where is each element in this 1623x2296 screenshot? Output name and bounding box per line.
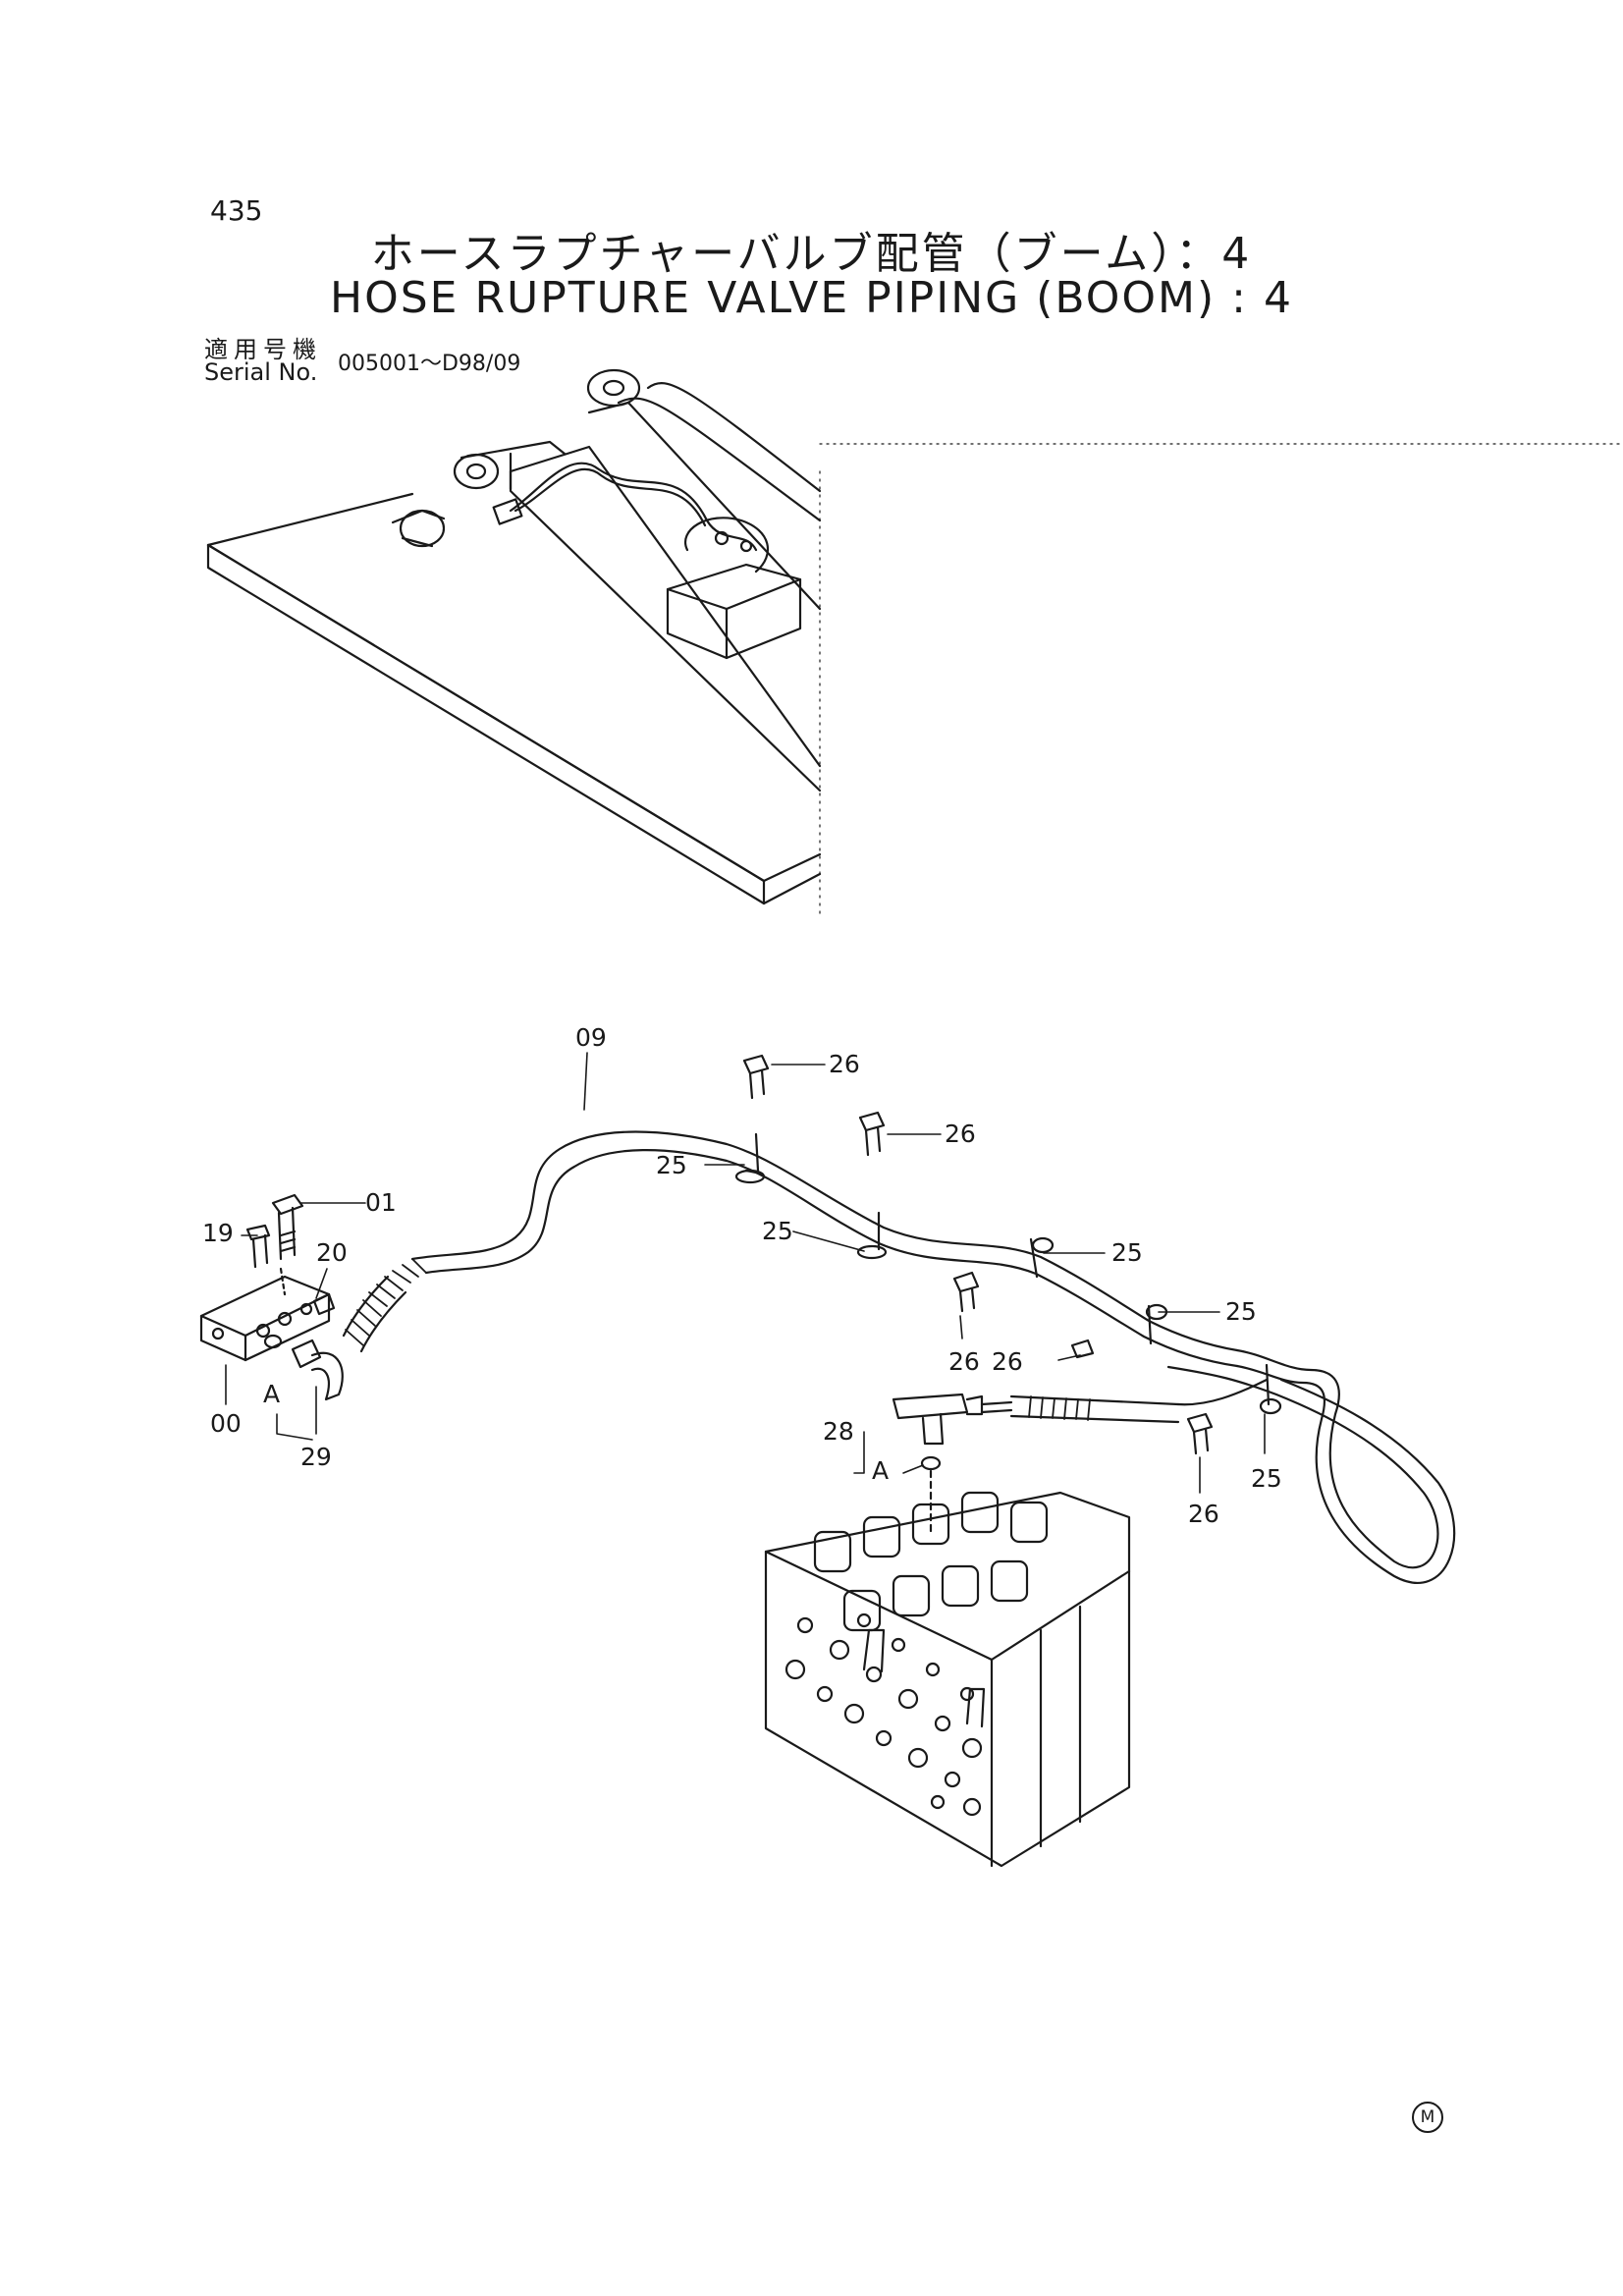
callout-20: 20 <box>316 1238 348 1267</box>
page-number: 435 <box>210 194 263 227</box>
callout-25: 25 <box>762 1217 793 1245</box>
copyright-mark: M <box>1412 2102 1443 2133</box>
callout-26: 26 <box>1188 1500 1219 1528</box>
callout-19: 19 <box>202 1219 234 1247</box>
callout-25: 25 <box>1251 1464 1282 1493</box>
callout-leader-lines <box>225 1052 1266 1494</box>
callout-09: 09 <box>575 1023 607 1052</box>
callout-26: 26 <box>992 1347 1023 1376</box>
callout-26: 26 <box>945 1120 976 1148</box>
callout-26: 26 <box>829 1050 860 1078</box>
serial-range: 005001～D98/09 <box>338 352 521 376</box>
callout-00: 00 <box>210 1409 242 1438</box>
callout-25: 25 <box>656 1151 687 1179</box>
callout-01: 01 <box>365 1188 397 1217</box>
callout-labels: 09 26 26 25 01 19 20 25 25 25 26 26 00 A… <box>202 1023 1282 1528</box>
page-title-english: HOSE RUPTURE VALVE PIPING (BOOM) : 4 <box>330 273 1293 323</box>
callout-26: 26 <box>948 1347 980 1376</box>
callout-A: A <box>263 1380 280 1408</box>
callout-29: 29 <box>300 1443 332 1471</box>
page-title-japanese: ホースラプチャーバルブ配管（ブーム）：4 <box>370 229 1253 279</box>
callout-28: 28 <box>823 1417 854 1446</box>
callout-25: 25 <box>1111 1238 1143 1267</box>
serial-label-japanese: 適用号機 <box>204 336 322 363</box>
callout-A: A <box>872 1456 889 1485</box>
serial-label-english: Serial No. <box>204 358 318 386</box>
boom-overview-illustration <box>206 368 1623 914</box>
piping-illustration <box>199 1054 1456 1868</box>
callout-25: 25 <box>1225 1297 1257 1326</box>
